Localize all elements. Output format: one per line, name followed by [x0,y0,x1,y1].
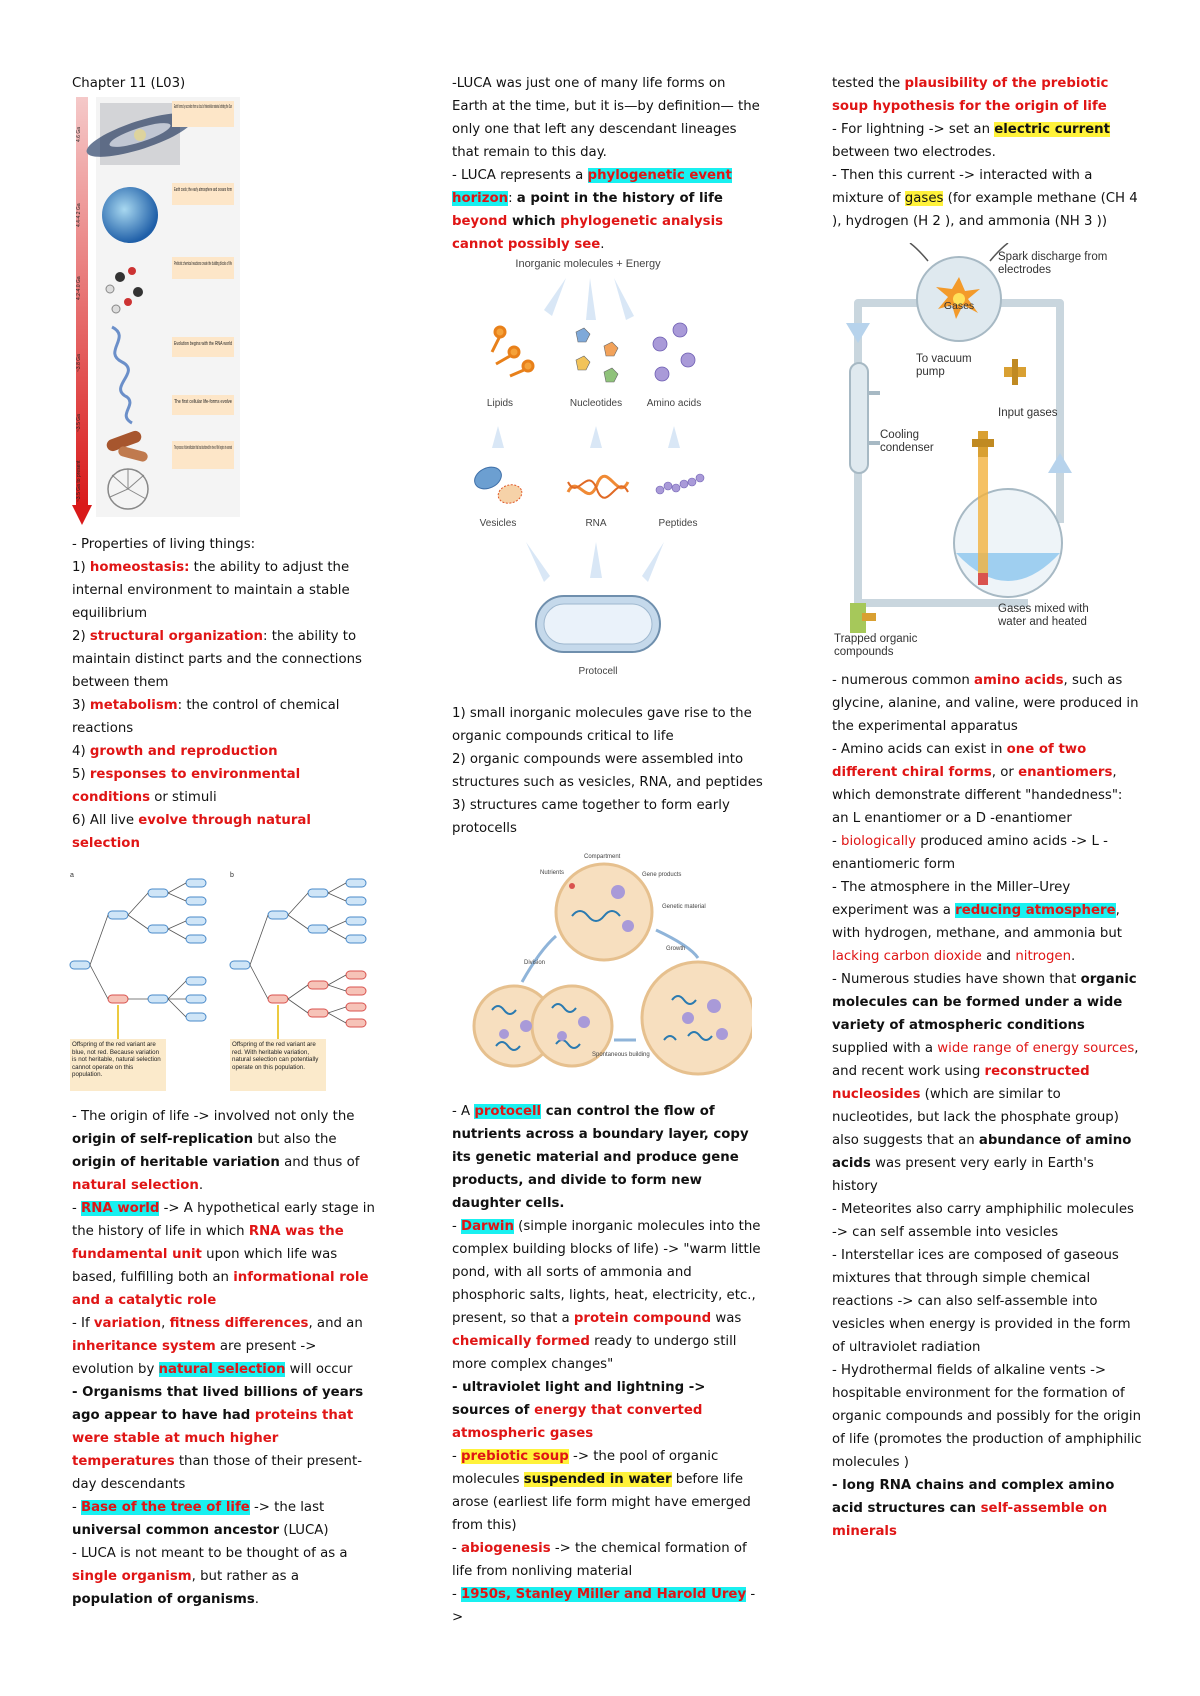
origin-timeline-figure: Earth forms by accretion from a cloud of… [72,97,240,525]
rna-world-note: - RNA world -> A hypothetical early stag… [72,1201,375,1308]
lightning-note: - For lightning -> set an electric curre… [832,122,1110,160]
label-growth: Growth [666,946,685,952]
evolution-conditions-note: - If variation, fitness differences, and… [72,1316,363,1377]
column-3: tested the plausibility of the prebiotic… [832,72,1142,1543]
meteorites-note: - Meteorites also carry amphiphilic mole… [832,1202,1134,1240]
protocell-note: - A protocell can control the flow of nu… [452,1104,749,1211]
column-1: Chapter 11 (L03) [69,72,382,1611]
label-gases-mixed: Gases mixed with water and heated [998,603,1089,628]
timeline-age-1: 4.6 Ga [76,127,82,142]
property-2: 2) structural organization: the ability … [72,629,362,690]
label-peptides: Peptides [659,518,698,529]
atmospheric-conditions-note: - Numerous studies have shown that organ… [832,972,1139,1194]
label-gases: Gases [944,300,974,312]
label-gene-products: Gene products [642,872,681,878]
timeline-stage-3-label: Prebiotic chemical reactions create the … [174,261,232,267]
label-cooling-condenser: Cooling condenser [880,429,934,454]
reducing-atmosphere-note: - The atmosphere in the Miller–Urey expe… [832,880,1122,964]
interstellar-ices-note: - Interstellar ices are composed of gase… [832,1248,1131,1355]
label-compartment: Compartment [584,854,621,860]
properties-intro: - Properties of living things: [72,537,256,552]
biological-enantiomer-note: - biologically produced amino acids -> L… [832,834,1108,872]
timeline-age-6: ~3.5 Ga to present [76,460,82,502]
label-nucleotides: Nucleotides [570,398,622,409]
base-of-tree-note: - Base of the tree of life -> the last u… [72,1500,329,1538]
timeline-age-4: ~3.8 Ga [76,354,82,372]
label-input-gases: Input gases [998,407,1058,419]
property-4: 4) growth and reproduction [72,744,278,759]
timeline-age-2: 4.4-4.2 Ga [76,203,82,227]
darwin-note: - Darwin (simple inorganic molecules int… [452,1219,761,1372]
label-amino-acids: Amino acids [647,398,701,409]
heritable-variation-figure: a b Offspring of the red variant are blu… [69,872,367,1091]
luca-population-note: - LUCA is not meant to be thought of as … [72,1546,348,1607]
timeline-stage-2-label: Earth cools; the early atmosphere and oc… [174,187,232,193]
ancient-proteins-note: - Organisms that lived billions of years… [72,1385,364,1492]
gas-mixture-note: - Then this current -> interacted with a… [832,168,1138,229]
label-vesicles: Vesicles [480,518,517,529]
timeline-stage-5-label: The first cellular life-forms evolve [174,399,232,405]
property-1: 1) homeostasis: the ability to adjust th… [72,560,350,621]
panel-a-label: a [70,872,74,879]
label-vacuum-pump: To vacuum pump [916,353,972,378]
abiogenesis-note: - abiogenesis -> the chemical formation … [452,1541,747,1579]
step-1: 1) small inorganic molecules gave rise t… [452,706,752,744]
amino-acids-produced-note: - numerous common amino acids, such as g… [832,673,1139,734]
label-spark-discharge: Spark discharge from electrodes [998,251,1108,276]
chirality-note: - Amino acids can exist in one of two di… [832,742,1123,826]
label-protocell: Protocell [579,666,618,677]
timeline-age-5: ~3.5 Ga [76,414,82,432]
label-nutrients: Nutrients [540,870,564,876]
label-lipids: Lipids [487,398,513,409]
timeline-stage-4-label: Evolution begins with the RNA world [174,341,232,347]
label-spontaneous-building: Spontaneous building [592,1052,650,1058]
luca-descendants-note: -LUCA was just one of many life forms on… [452,76,760,160]
timeline-stage-6-label: The process of diversification that has … [174,445,232,451]
step-2: 2) organic compounds were assembled into… [452,752,763,790]
panel-a-caption: Offspring of the red variant are blue, n… [72,1041,161,1079]
panel-b-caption: Offspring of the red variant are red. Wi… [232,1041,319,1071]
hydrothermal-note: - Hydrothermal fields of alkaline vents … [832,1363,1142,1470]
origin-of-life-note: - The origin of life -> involved not onl… [72,1109,360,1193]
column-2: -LUCA was just one of many life forms on… [452,72,764,1629]
protocell-cycle-figure: Compartment Nutrients Gene products Gene… [472,854,752,1076]
label-rna: RNA [585,518,606,529]
timeline-stage-1-label: Earth forms by accretion from a cloud of… [174,104,232,110]
protocell-assembly-figure: Inorganic molecules + Energy Lipids Nucl… [474,258,705,677]
label-genetic-material: Genetic material [662,904,706,910]
prebiotic-soup-note: - prebiotic soup -> the pool of organic … [452,1449,751,1533]
minerals-note: - long RNA chains and complex amino acid… [832,1478,1115,1539]
miller-urey-apparatus-figure: Spark discharge from electrodes Gases To… [834,243,1108,658]
step-3: 3) structures came together to form earl… [452,798,730,836]
tested-hypothesis-note: tested the plausibility of the prebiotic… [832,76,1109,114]
timeline-age-3: 4.2-4.0 Ga [76,276,82,300]
label-trapped-compounds: Trapped organic compounds [834,633,918,658]
property-3: 3) metabolism: the control of chemical r… [72,698,340,736]
event-horizon-note: - LUCA represents a phylogenetic event h… [452,168,732,252]
figure-title-inorganic: Inorganic molecules + Energy [515,258,661,270]
label-division: Division [524,960,545,966]
property-6: 6) All live evolve through natural selec… [72,813,311,851]
energy-sources-note: - ultraviolet light and lightning -> sou… [452,1380,706,1441]
chapter-title: Chapter 11 (L03) [72,76,186,91]
panel-b-label: b [230,872,234,879]
miller-urey-note: - 1950s, Stanley Miller and Harold Urey … [452,1587,756,1625]
property-5: 5) responses to environmental conditions… [72,767,301,805]
